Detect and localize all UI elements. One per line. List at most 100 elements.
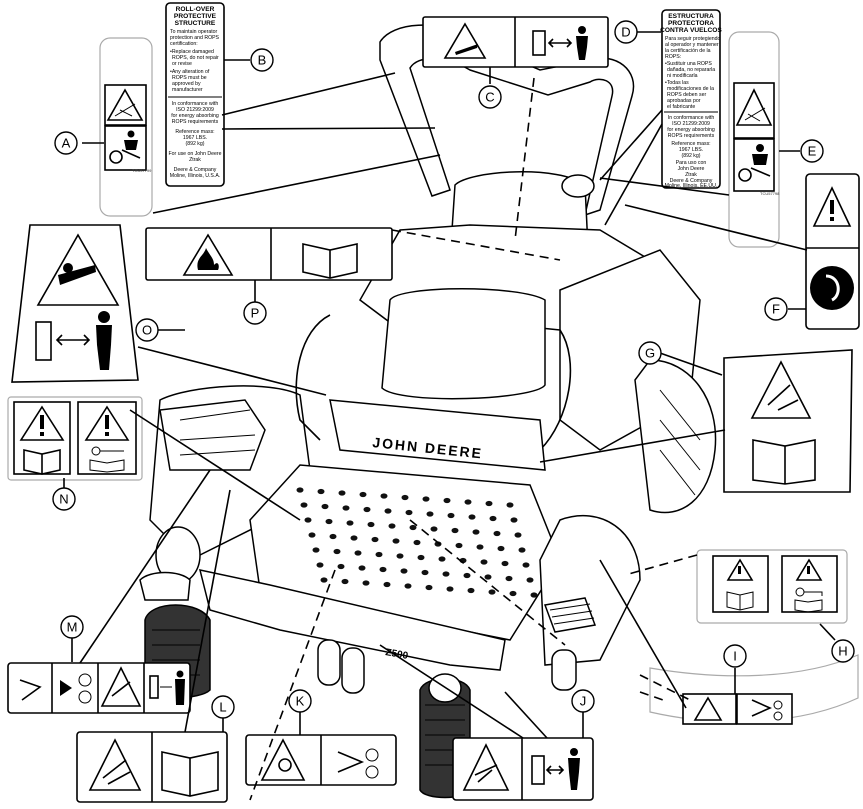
svg-text:J: J <box>580 694 587 709</box>
callout-f: F <box>764 297 788 321</box>
footplate-hole <box>464 499 472 505</box>
warning-triangle-icon <box>735 88 773 126</box>
svg-text:I: I <box>733 649 737 664</box>
front-panel <box>329 399 546 471</box>
rops-en-b1-3: or revise <box>172 61 192 67</box>
front-deck <box>198 569 506 671</box>
warning-triangle-icon <box>84 405 130 441</box>
footplate-hole <box>392 538 400 544</box>
discharge-chute <box>159 399 266 471</box>
rops-en-b2-4: manufacturer <box>172 87 203 93</box>
rops-es-intro-4: ROPS: <box>665 54 681 60</box>
right-lap-bar <box>539 329 572 451</box>
fan-blade-icon <box>751 699 772 717</box>
rops-en-conf-1: In conformance with <box>172 101 219 107</box>
footplate-hole <box>451 527 459 534</box>
decal-m <box>7 662 191 714</box>
rops-en-title-3: STRUCTURE <box>175 20 216 27</box>
rops-en-ref-1: Reference mass: <box>175 129 214 135</box>
footplate-hole <box>341 578 349 585</box>
rops-es-b2-4: aprobadas por <box>667 98 701 104</box>
operator-icon <box>756 144 764 152</box>
footplate-hole <box>384 508 392 514</box>
rops-es-ref-3: (892 kg) <box>681 153 700 159</box>
blade-hazard-icon <box>60 680 72 696</box>
footplate-hole <box>383 581 391 588</box>
footplate-hole <box>350 535 358 541</box>
read-manual-icon <box>302 243 358 279</box>
rops-en-title-1: ROLL-OVER <box>176 6 215 13</box>
warning-triangle-icon <box>726 558 754 581</box>
rops-es-conf-1: In conformance with <box>668 115 715 121</box>
decal-g <box>723 349 853 493</box>
rops-es-b1-2: dañada, no repararla <box>667 67 715 73</box>
rops-es-use-2: John Deere <box>678 166 705 172</box>
footplate-hole <box>530 592 538 598</box>
rops-es-use-3: Ztrak <box>685 172 697 178</box>
rear-tire-right <box>634 359 717 514</box>
decal-k <box>245 734 397 786</box>
footplate-hole <box>417 554 425 561</box>
decal-h <box>696 549 848 624</box>
rops-en-b2-1: •Any alteration of <box>170 69 210 75</box>
person-icon <box>570 748 578 756</box>
callout-p: P <box>243 301 267 325</box>
warning-triangle-icon <box>260 738 306 781</box>
warning-triangle-icon <box>443 22 487 59</box>
decal-j <box>452 737 594 801</box>
rops-es-b2-5: el fabricante <box>667 104 695 110</box>
model-badge: Z500 <box>384 647 409 662</box>
warning-triangle-icon <box>812 186 852 227</box>
rops-es-title-3: CONTRA VUELCOS <box>660 27 722 34</box>
footplate-hole <box>484 574 492 580</box>
footplate-hole <box>333 548 341 555</box>
rops-en-addr-2: Moline, Illinois, U.S.A. <box>170 173 220 179</box>
person-icon <box>578 26 586 34</box>
rops-en-ref-2: 1967 LBS. <box>183 135 207 141</box>
svg-text:N: N <box>59 492 68 507</box>
footplate-hole <box>443 497 451 504</box>
callout-d: D <box>614 20 638 44</box>
warning-triangle-icon <box>750 360 812 419</box>
svg-text:D: D <box>621 25 630 40</box>
tip-hazard-icon <box>738 168 752 182</box>
footplate-hole <box>438 556 446 562</box>
rops-es-conf-2: ISO 21299:2009 <box>672 121 710 127</box>
footplate-hole <box>308 532 316 538</box>
svg-text:A: A <box>62 136 71 151</box>
svg-text:TCU57798: TCU57798 <box>760 191 780 196</box>
callout-l: L <box>211 695 235 719</box>
keep-distance-icon <box>149 675 159 699</box>
leader-lines <box>63 31 836 801</box>
seat-cushion <box>381 288 546 400</box>
person-icon <box>98 311 110 323</box>
callout-k: K <box>288 689 312 713</box>
decal-f <box>805 173 860 330</box>
footplate-hole <box>342 505 350 511</box>
rops-es-intro-2: al operador y mantener <box>665 42 719 48</box>
callout-a: A <box>54 131 78 155</box>
footplate-hole <box>354 550 362 556</box>
footplate-hole <box>371 536 379 543</box>
svg-text:G: G <box>645 346 655 361</box>
callouts: A B C D E F G H I J K L M N O P <box>52 20 855 719</box>
callout-h: H <box>831 639 855 663</box>
footplate-hole <box>518 547 526 553</box>
footplate-hole <box>413 539 421 546</box>
rops-es-conf-3: for energy absorbing <box>667 127 715 133</box>
rops-es-b2-1: •Todas las <box>665 80 689 86</box>
footplate-hole <box>472 529 480 535</box>
footplate-hole <box>506 502 514 508</box>
footplate-hole <box>526 577 534 583</box>
rops-en-use-2: Ztrak <box>189 157 201 163</box>
rops-es-b2-2: modificaciones de la <box>667 86 714 92</box>
footplate-hole <box>430 526 438 532</box>
svg-text:K: K <box>296 694 305 709</box>
rops-en-intro-3: certification: <box>170 41 198 47</box>
footplate-hole <box>400 568 408 574</box>
footplate-hole <box>509 590 517 597</box>
fire-hazard-icon <box>197 248 219 270</box>
footplate-hole <box>312 547 320 553</box>
